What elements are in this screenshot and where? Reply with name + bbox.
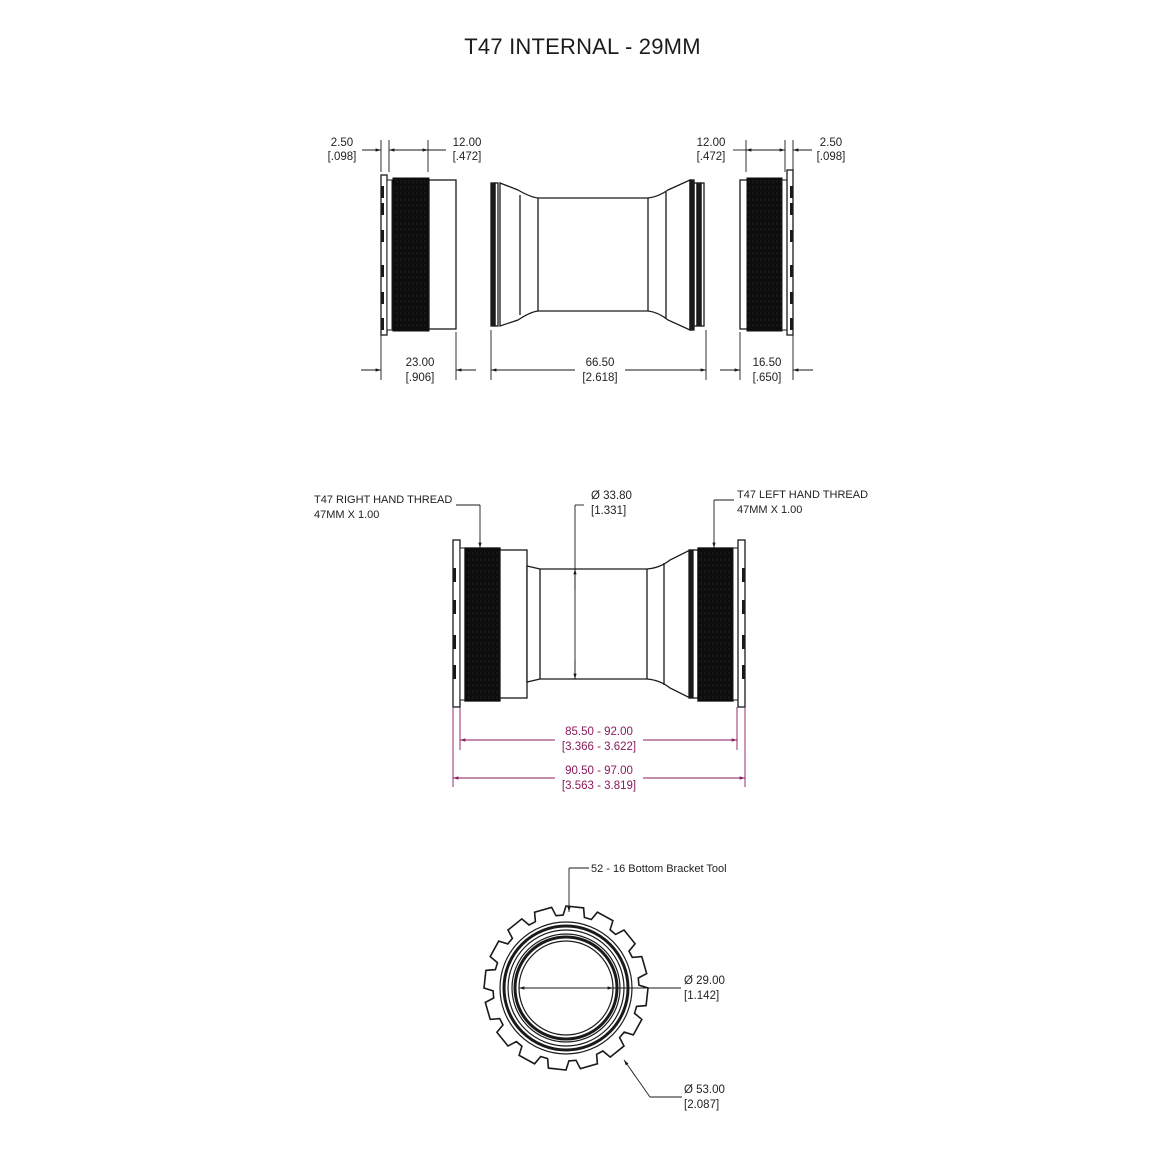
dim-left-cup-mm: 23.00 <box>406 357 435 369</box>
assembled-view: Ø 33.80 [1.331] T47 RIGHT HAND THREAD 47… <box>314 489 868 792</box>
dim-left-thread-mm: 12.00 <box>453 137 482 149</box>
dim-outer-diameter-mm: Ø 53.00 <box>684 1084 725 1096</box>
end-view: Ø 29.00 [1.142] 52 - 16 Bottom Bracket T… <box>483 863 727 1111</box>
dim-bore-diameter-mm: Ø 29.00 <box>684 975 725 987</box>
dim-right-flange-in: [.098] <box>817 151 846 163</box>
dim-overall-width-mm: 90.50 - 97.00 <box>565 765 633 777</box>
dim-shell-width-mm: 85.50 - 92.00 <box>565 726 633 738</box>
sleeve-part <box>490 178 705 332</box>
bottom-bracket-tool-note: 52 - 16 Bottom Bracket Tool <box>591 863 727 875</box>
exploded-view: 2.50 [.098] 12.00 [.472] 12.00 [.472] 2.… <box>328 137 846 384</box>
dim-right-cup-in: [.650] <box>753 372 782 384</box>
dim-shell-width-in: [3.366 - 3.622] <box>562 741 636 753</box>
dim-left-cup-in: [.906] <box>406 372 435 384</box>
left-cup-part <box>380 174 457 336</box>
dim-right-thread-mm: 12.00 <box>697 137 726 149</box>
dim-sleeve-diameter-in: [1.331] <box>591 505 626 517</box>
dim-overall-width-in: [3.563 - 3.819] <box>562 780 636 792</box>
right-hand-thread-note-line1: T47 RIGHT HAND THREAD <box>314 494 452 506</box>
right-cup-part <box>739 169 794 336</box>
outer-diameter-leader <box>623 1059 682 1098</box>
dim-outer-diameter-in: [2.087] <box>684 1099 719 1111</box>
left-hand-thread-note-line2: 47MM X 1.00 <box>737 504 802 516</box>
sleeve-diameter-leader <box>573 504 584 679</box>
dim-left-thread-in: [.472] <box>453 151 482 163</box>
drawing-title: T47 INTERNAL - 29MM <box>464 34 701 59</box>
dim-left-flange-mm: 2.50 <box>331 137 353 149</box>
right-hand-thread-note-line2: 47MM X 1.00 <box>314 509 379 521</box>
dim-right-flange-mm: 2.50 <box>820 137 842 149</box>
dim-sleeve-in: [2.618] <box>582 372 617 384</box>
bottom-dimension-lines <box>361 330 813 380</box>
left-hand-thread-note-line1: T47 LEFT HAND THREAD <box>737 489 868 501</box>
tool-note-leader <box>567 867 589 912</box>
dim-left-flange-in: [.098] <box>328 151 357 163</box>
overall-dimension-lines <box>452 707 746 787</box>
dim-bore-diameter-in: [1.142] <box>684 990 719 1002</box>
dim-sleeve-mm: 66.50 <box>586 357 615 369</box>
dim-right-thread-in: [.472] <box>697 151 726 163</box>
dim-right-cup-mm: 16.50 <box>753 357 782 369</box>
dim-sleeve-diameter-mm: Ø 33.80 <box>591 490 632 502</box>
top-dimension-lines <box>362 140 812 172</box>
thread-note-leaders <box>456 499 734 548</box>
